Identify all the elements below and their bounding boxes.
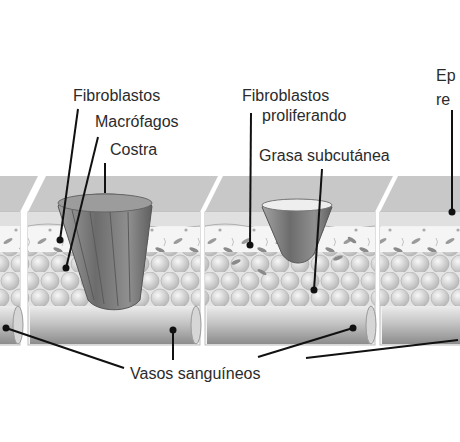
skin-block (28, 176, 218, 345)
part-label: Vasos sanguíneos (130, 364, 260, 384)
scab (58, 194, 152, 310)
scab (262, 199, 332, 263)
part-label: Grasa subcutánea (259, 146, 390, 166)
part-label: Costra (110, 140, 157, 160)
skin-block (205, 176, 393, 345)
skin-block (380, 176, 460, 345)
leader-dots (3, 209, 456, 334)
part-label: Ep re (436, 64, 458, 112)
part-label: Fibroblastos (73, 86, 160, 106)
part-label: Fibroblastos proliferando (242, 86, 392, 126)
blood-vessel (0, 306, 460, 344)
part-label: Macrófagos (95, 112, 179, 132)
leader-lines (6, 109, 458, 368)
